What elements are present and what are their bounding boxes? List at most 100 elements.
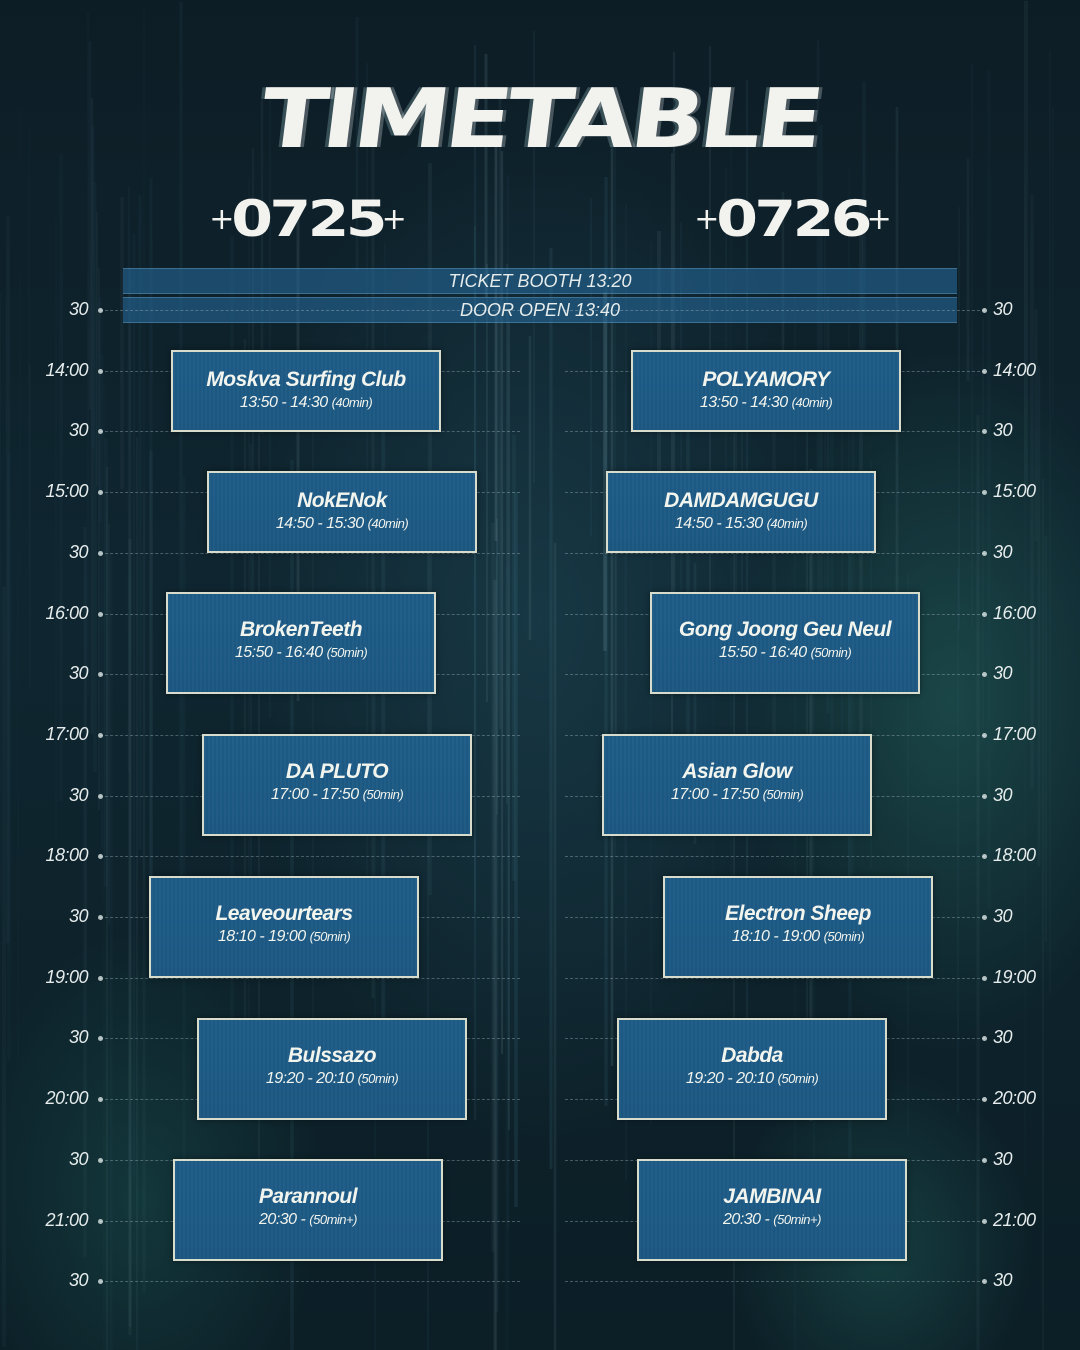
time-label-right: 30 xyxy=(993,663,1013,683)
time-label-right: 30 xyxy=(993,906,1013,926)
set-time: 18:10 - 19:00 xyxy=(731,928,820,945)
time-label-right: 30 xyxy=(993,1270,1013,1290)
artist-name: NokENok xyxy=(297,489,387,512)
grid-dot xyxy=(982,794,987,799)
plus-right-0725: + xyxy=(381,201,407,237)
set-time: 19:20 - 20:10 xyxy=(685,1070,774,1087)
ticket-booth-banner: TICKET BOOTH 13:20 xyxy=(123,268,957,294)
grid-line-right xyxy=(565,976,987,981)
set-duration: (50min) xyxy=(823,929,865,944)
grid-dot xyxy=(982,1036,987,1041)
set-time-line: 17:00 - 17:50 (50min) xyxy=(604,784,870,806)
set-time: 20:30 - xyxy=(723,1211,770,1228)
grid-dot xyxy=(98,490,103,495)
set-duration: (50min+) xyxy=(773,1212,821,1227)
set-time: 13:50 - 14:30 xyxy=(239,394,328,411)
grid-line-left xyxy=(98,1279,520,1284)
set-duration: (40min) xyxy=(331,395,373,410)
set-duration: (40min) xyxy=(791,395,833,410)
set-time: 18:10 - 19:00 xyxy=(217,928,306,945)
set-time-line: 13:50 - 14:30 (40min) xyxy=(633,392,899,414)
set-duration: (40min) xyxy=(367,516,409,531)
time-label-left: 15:00 xyxy=(45,481,88,501)
time-label-right: 18:00 xyxy=(993,845,1036,865)
date-0726: 0726 xyxy=(716,190,873,248)
grid-dot xyxy=(98,733,103,738)
grid-dot xyxy=(982,1097,987,1102)
artist-name: POLYAMORY xyxy=(702,368,830,391)
time-label-right: 15:00 xyxy=(993,481,1036,501)
artist-name: DAMDAMGUGU xyxy=(664,489,818,512)
grid-line-right xyxy=(565,1036,987,1041)
set-time-line: 15:50 - 16:40 (50min) xyxy=(652,642,918,664)
artist-name: DA PLUTO xyxy=(285,760,389,783)
set-time: 13:50 - 14:30 xyxy=(699,394,788,411)
grid-dot xyxy=(98,612,103,617)
grid-line-right xyxy=(565,551,987,556)
time-label-right: 30 xyxy=(993,542,1013,562)
grid-dot xyxy=(98,1158,103,1163)
set-time-line: 15:50 - 16:40 (50min) xyxy=(168,642,434,664)
grid-line-left xyxy=(98,551,520,556)
grid-dot xyxy=(982,369,987,374)
artist-name: Gong Joong Geu Neul xyxy=(678,618,892,641)
set-time: 15:50 - 16:40 xyxy=(234,644,323,661)
grid-dot xyxy=(98,1219,103,1224)
time-label-left: 30 xyxy=(68,542,89,562)
time-label-right: 16:00 xyxy=(993,603,1036,623)
grid-dot xyxy=(98,794,103,799)
grid-dot xyxy=(982,551,987,556)
time-label-left: 30 xyxy=(68,1149,89,1169)
set-duration: (50min) xyxy=(777,1071,819,1086)
time-label-left: 17:00 xyxy=(45,724,88,744)
grid-dot xyxy=(98,1097,103,1102)
grid-dot xyxy=(982,490,987,495)
artist-name: Electron Sheep xyxy=(725,902,871,925)
grid-dot xyxy=(98,854,103,859)
day-header-0726: +0726+ xyxy=(643,190,943,248)
set-duration: (50min) xyxy=(309,929,351,944)
set-time-line: 17:00 - 17:50 (50min) xyxy=(204,784,470,806)
artist-name: Parannoul xyxy=(258,1185,358,1208)
set-duration: (50min) xyxy=(326,645,368,660)
grid-dot xyxy=(982,976,987,981)
grid-dot xyxy=(98,976,103,981)
grid-line-left xyxy=(98,308,520,313)
set-time-line: 19:20 - 20:10 (50min) xyxy=(199,1068,465,1090)
grid-line-left xyxy=(98,976,520,981)
grid-dot xyxy=(982,1219,987,1224)
time-label-right: 30 xyxy=(993,420,1013,440)
set-time: 15:50 - 16:40 xyxy=(718,644,807,661)
set-time-line: 18:10 - 19:00 (50min) xyxy=(151,926,417,948)
time-label-left: 30 xyxy=(68,785,89,805)
artist-name: Moskva Surfing Club xyxy=(206,368,406,391)
grid-dot xyxy=(982,733,987,738)
time-label-right: 21:00 xyxy=(993,1210,1036,1230)
day-header-0725: +0725+ xyxy=(158,190,458,248)
grid-dot xyxy=(98,369,103,374)
grid-dot xyxy=(982,915,987,920)
set-time-line: 14:50 - 15:30 (40min) xyxy=(608,513,874,535)
set-time: 20:30 - xyxy=(259,1211,306,1228)
set-time-line: 20:30 - (50min+) xyxy=(639,1209,905,1231)
time-label-right: 17:00 xyxy=(993,724,1036,744)
set-time-line: 19:20 - 20:10 (50min) xyxy=(619,1068,885,1090)
poster-title: TIMETABLE xyxy=(255,72,825,167)
time-label-right: 14:00 xyxy=(993,360,1036,380)
set-duration: (40min) xyxy=(766,516,808,531)
artist-name: JAMBINAI xyxy=(723,1185,821,1208)
set-duration: (50min) xyxy=(357,1071,399,1086)
set-time-line: 13:50 - 14:30 (40min) xyxy=(173,392,439,414)
set-time: 17:00 - 17:50 xyxy=(270,786,359,803)
set-time-line: 18:10 - 19:00 (50min) xyxy=(665,926,931,948)
